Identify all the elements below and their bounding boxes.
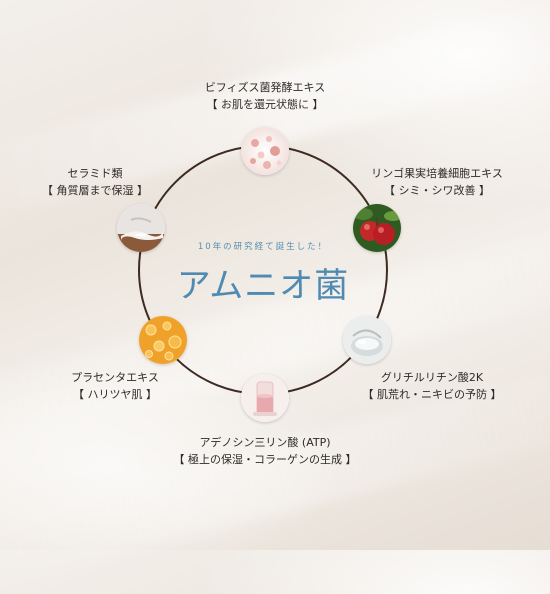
ingredient-benefit: 【 極上の保湿・コラーゲンの生成 】 [173, 453, 357, 466]
ingredient-name: リンゴ果実培養細胞エキス [371, 167, 503, 180]
ingredient-label: アデノシン三リン酸 (ATP) 【 極上の保湿・コラーゲンの生成 】 [150, 434, 380, 468]
ingredient-name: アデノシン三リン酸 (ATP) [199, 436, 331, 449]
ingredient-label: セラミド類 【 角質層まで保湿 】 [20, 165, 170, 199]
ingredient-benefit: 【 お肌を還元状態に 】 [206, 98, 324, 111]
golden-bubbles-icon [139, 316, 187, 364]
ingredient-label: プラセンタエキス 【 ハリツヤ肌 】 [40, 369, 190, 403]
ingredient-label: リンゴ果実培養細胞エキス 【 シミ・シワ改善 】 [347, 165, 527, 199]
ingredient-name: ビフィズス菌発酵エキス [204, 81, 326, 94]
red-apple-icon [353, 204, 401, 252]
ingredient-label: ビフィズス菌発酵エキス 【 お肌を還元状態に 】 [158, 79, 372, 113]
center-title: アムニオ菌 [176, 266, 350, 306]
clear-gel-icon [343, 316, 391, 364]
ingredient-benefit: 【 角質層まで保湿 】 [42, 184, 148, 197]
ingredient-benefit: 【 肌荒れ・ニキビの予防 】 [362, 388, 502, 401]
cream-swatch-icon [117, 204, 165, 252]
ingredient-benefit: 【 シミ・シワ改善 】 [384, 184, 490, 197]
ingredient-name: セラミド類 [67, 167, 123, 180]
center-subtitle: 10年の研究経て誕生した！ [197, 242, 329, 252]
ingredient-diagram: 10年の研究経て誕生した！ アムニオ菌 ビフィズス菌発酵エキス 【 お肌を還元状… [20, 79, 527, 468]
ingredient-name: グリチルリチン酸2K [380, 371, 484, 384]
pink-liquid-beaker-icon [241, 374, 289, 422]
ingredient-label: グリチルリチン酸2K 【 肌荒れ・ニキビの予防 】 [347, 369, 517, 403]
ingredient-name: プラセンタエキス [71, 371, 159, 384]
ingredient-benefit: 【 ハリツヤ肌 】 [73, 388, 157, 401]
bubbles-texture-icon [241, 127, 289, 175]
